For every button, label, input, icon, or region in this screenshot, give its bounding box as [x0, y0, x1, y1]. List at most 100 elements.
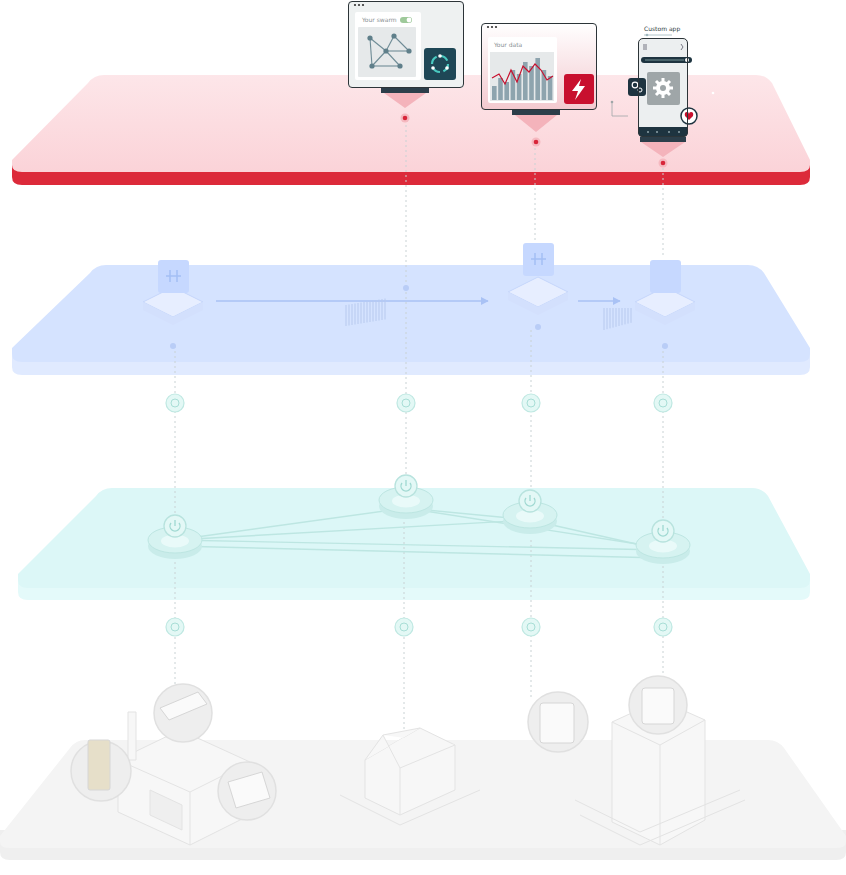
data-stream-part — [364, 302, 365, 323]
data-stream-part — [361, 303, 362, 324]
custom-app-phone-part — [660, 85, 666, 91]
building-part — [575, 790, 745, 845]
device-shape — [88, 688, 674, 808]
badge-symbol-part — [659, 623, 667, 631]
window-title: Custom app — [644, 26, 680, 33]
data-window-part — [481, 23, 597, 110]
badge-symbol-part — [527, 623, 535, 631]
swarm-window-part — [381, 88, 429, 93]
custom-app-phone-part — [659, 159, 668, 168]
custom-app-phone-part-part — [656, 131, 658, 133]
data-stream-part — [385, 299, 386, 320]
building-part — [612, 720, 705, 845]
mesh-node-part-part — [164, 515, 186, 537]
custom-app-phone-part — [643, 44, 683, 50]
swarm-window-part-part — [406, 48, 411, 53]
custom-app-phone-part — [632, 82, 638, 88]
link-badge-part — [166, 618, 184, 636]
data-stream-part — [373, 301, 374, 322]
link-badge-part — [522, 394, 540, 412]
badge-symbol-part — [402, 399, 410, 407]
mesh-node-part-part — [519, 490, 541, 512]
custom-app-phone-part-part — [647, 131, 649, 133]
data-stream-part — [631, 308, 632, 323]
custom-app-phone-part — [641, 142, 685, 157]
device-shape-part — [88, 740, 110, 790]
building-part — [365, 728, 455, 815]
device-shape-part — [228, 772, 270, 808]
data-stream-part — [616, 308, 617, 327]
device-photo-part — [629, 676, 687, 734]
swarm-window-part — [348, 1, 464, 88]
link-badge-part — [522, 618, 540, 636]
mesh-node-part-part — [658, 525, 668, 536]
data-stream-part — [382, 299, 383, 320]
service-cube-part — [531, 253, 546, 265]
custom-app-phone-part — [712, 92, 715, 95]
swarm-window-part — [424, 48, 456, 80]
mesh-node-part-part — [652, 520, 674, 542]
service-layer-part — [12, 265, 810, 362]
swarm-window-part — [400, 17, 412, 23]
swarm-window-part — [438, 54, 442, 58]
mesh-node-part-part — [170, 520, 180, 531]
dotted-link-part — [406, 125, 407, 288]
data-window — [481, 23, 597, 147]
custom-app-phone-part — [640, 137, 686, 142]
device-photo-part — [218, 762, 276, 820]
swarm-window-part-part — [372, 65, 400, 66]
device-shape-part — [540, 703, 574, 743]
swarm-window — [348, 1, 464, 123]
swarm-window-part — [370, 36, 409, 66]
dotted-link-part — [406, 292, 407, 480]
data-window-part — [515, 115, 557, 132]
device-photo-part — [154, 684, 212, 742]
data-stream-part — [622, 308, 623, 325]
data-stream-part — [352, 304, 353, 325]
swarm-window-part-part — [370, 38, 372, 66]
device-photo — [71, 676, 687, 820]
custom-app-phone-part — [661, 161, 666, 166]
data-stream-part — [376, 300, 377, 321]
cube-dot-part — [170, 343, 176, 349]
swarm-window-part-part — [391, 33, 396, 38]
custom-app-phone-part — [612, 103, 628, 116]
swarm-window-part — [354, 4, 356, 6]
data-stream-part — [613, 308, 614, 328]
data-window-part — [490, 52, 554, 101]
data-stream-part — [370, 301, 371, 322]
data-window-part — [487, 26, 489, 28]
cube-dot-part — [662, 343, 668, 349]
data-stream-part — [355, 304, 356, 325]
building-part — [340, 790, 480, 825]
custom-app-phone-part — [647, 131, 680, 133]
data-stream-part — [379, 300, 380, 321]
swarm-window-part — [384, 93, 426, 108]
custom-app-phone-part-part — [668, 131, 670, 133]
data-window: Your data — [481, 23, 597, 110]
custom-app-phone-part — [660, 85, 666, 91]
mesh-node-part — [503, 490, 557, 534]
dotted-link-part — [175, 346, 176, 518]
custom-app-phone-part — [685, 58, 689, 62]
custom-app-phone-part — [681, 108, 697, 124]
service-layer — [12, 265, 810, 375]
cube-dot-part — [403, 285, 409, 291]
custom-app-phone-part — [645, 60, 684, 61]
data-window-part — [495, 26, 497, 28]
mesh-line-part — [175, 546, 663, 558]
custom-app-phone — [611, 34, 715, 168]
mesh-node-part-part — [395, 475, 417, 497]
cube-dot — [170, 285, 668, 349]
window-title: Your swarm — [362, 17, 397, 24]
service-cube-part — [523, 243, 554, 276]
mesh-node-part-part — [401, 480, 411, 491]
swarm-window-part — [407, 18, 412, 23]
dotted-link-part — [663, 168, 664, 258]
link-badge-part — [395, 618, 413, 636]
link-badge-part — [654, 618, 672, 636]
swarm-window-part-part — [383, 48, 388, 53]
data-window-part — [492, 58, 552, 100]
